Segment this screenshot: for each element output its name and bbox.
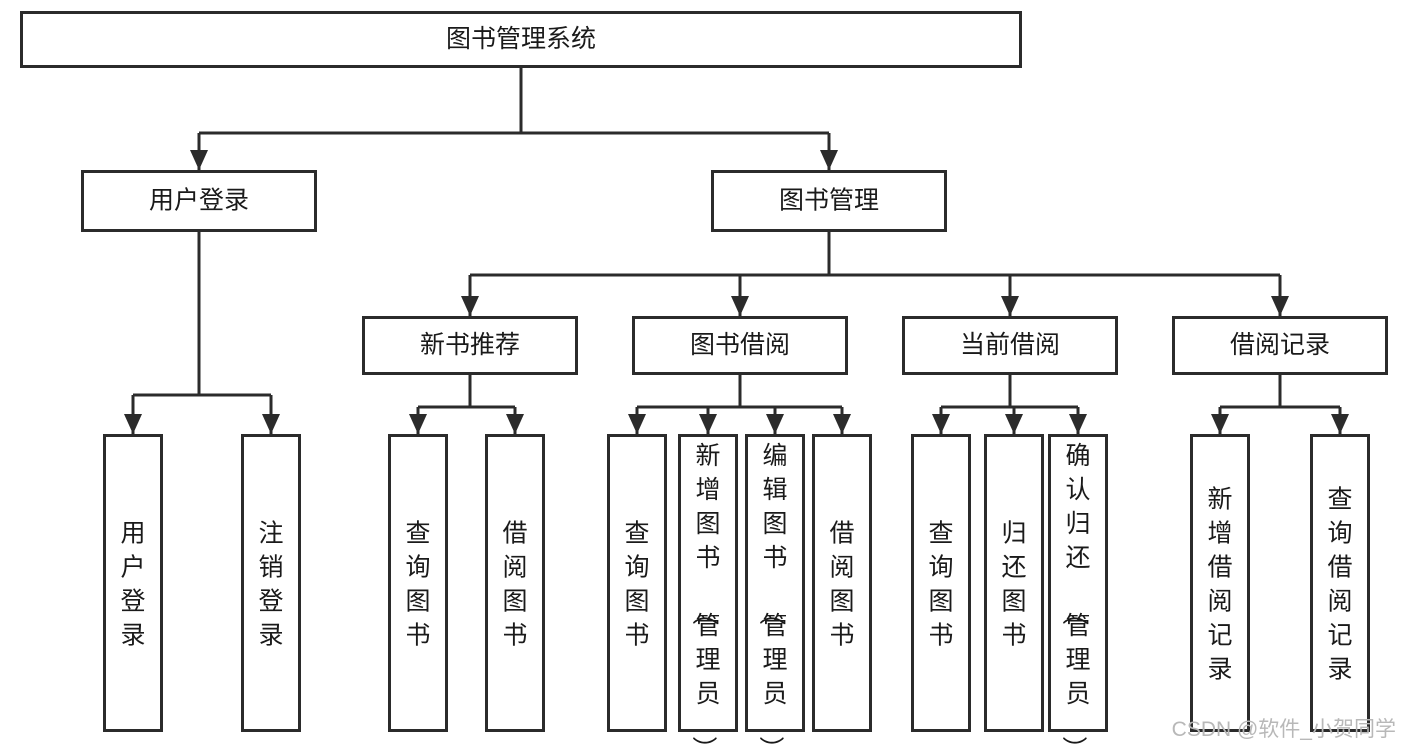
node-label: 用户登录	[149, 187, 249, 215]
node-box[interactable]	[632, 316, 848, 375]
node-label: 当前借阅	[960, 331, 1060, 359]
tree-node-l2-record[interactable]: 借阅记录	[1172, 316, 1388, 375]
connector-group	[190, 68, 838, 170]
node-label: 确认归还（管理员）	[1059, 442, 1090, 747]
tree-node-l1-login[interactable]: 用户登录	[81, 170, 317, 232]
node-box[interactable]	[607, 434, 667, 732]
node-box[interactable]	[388, 434, 448, 732]
node-label: 注销登录	[258, 520, 283, 650]
node-label: 新增借阅记录	[1207, 486, 1232, 684]
node-box[interactable]	[81, 170, 317, 232]
node-label: 归还图书	[1001, 520, 1026, 650]
node-label: 图书借阅	[690, 331, 790, 359]
node-box[interactable]	[902, 316, 1118, 375]
connector-group	[409, 375, 524, 434]
tree-node-l3-cu-query[interactable]: 查询图书	[911, 434, 971, 732]
node-box[interactable]	[20, 11, 1022, 68]
node-box[interactable]	[1190, 434, 1250, 732]
node-box[interactable]	[984, 434, 1044, 732]
node-box[interactable]	[678, 434, 738, 732]
node-label: 新增图书（管理员）	[689, 442, 720, 747]
node-box[interactable]	[1172, 316, 1388, 375]
node-label: 编辑图书（管理员）	[756, 442, 787, 747]
node-box[interactable]	[911, 434, 971, 732]
tree-node-l3-bo-lend[interactable]: 借阅图书	[812, 434, 872, 732]
connector-group	[124, 232, 280, 434]
node-label: 新书推荐	[420, 331, 520, 359]
node-label: 借阅图书	[502, 520, 527, 650]
node-label: 查询图书	[928, 520, 953, 650]
tree-node-l2-newbook[interactable]: 新书推荐	[362, 316, 578, 375]
node-box[interactable]	[485, 434, 545, 732]
node-box[interactable]	[812, 434, 872, 732]
node-label: 查询借阅记录	[1327, 486, 1352, 684]
node-label: 用户登录	[120, 520, 145, 650]
node-label: 图书管理系统	[446, 25, 596, 53]
tree-node-l2-current[interactable]: 当前借阅	[902, 316, 1118, 375]
tree-node-l3-bo-add[interactable]: 新增图书（管理员）	[678, 434, 738, 747]
node-label: 查询图书	[624, 520, 649, 650]
node-label: 查询图书	[405, 520, 430, 650]
tree-node-l3-nb-query[interactable]: 查询图书	[388, 434, 448, 732]
watermark-label: CSDN @软件_小贺同学	[1172, 718, 1396, 741]
node-label: 图书管理	[779, 187, 879, 215]
tree-node-l3-bo-edit[interactable]: 编辑图书（管理员）	[745, 434, 805, 747]
tree-node-l3-cu-return[interactable]: 归还图书	[984, 434, 1044, 732]
connector-group	[932, 375, 1087, 434]
node-box[interactable]	[241, 434, 301, 732]
node-box[interactable]	[1310, 434, 1370, 732]
tree-node-l3-rc-query[interactable]: 查询借阅记录	[1310, 434, 1370, 732]
connector-group	[628, 375, 851, 434]
tree-node-l3-rc-add[interactable]: 新增借阅记录	[1190, 434, 1250, 732]
tree-node-l2-logout[interactable]: 注销登录	[241, 434, 301, 732]
connector-group	[461, 232, 1289, 316]
tree-node-l2-userlogin[interactable]: 用户登录	[103, 434, 163, 732]
node-box[interactable]	[711, 170, 947, 232]
tree-node-l3-nb-borrow[interactable]: 借阅图书	[485, 434, 545, 732]
tree-node-l2-borrow[interactable]: 图书借阅	[632, 316, 848, 375]
connector-layer	[124, 68, 1349, 434]
node-label: 借阅记录	[1230, 331, 1330, 359]
node-layer: 图书管理系统用户登录图书管理新书推荐图书借阅当前借阅借阅记录用户登录注销登录查询…	[20, 11, 1388, 747]
node-box[interactable]	[362, 316, 578, 375]
node-label: 借阅图书	[829, 520, 854, 650]
tree-node-l1-books[interactable]: 图书管理	[711, 170, 947, 232]
connector-group	[1211, 375, 1349, 434]
node-box[interactable]	[1048, 434, 1108, 732]
tree-node-l3-bo-query[interactable]: 查询图书	[607, 434, 667, 732]
tree-node-l3-cu-confirm[interactable]: 确认归还（管理员）	[1048, 434, 1108, 747]
tree-node-root[interactable]: 图书管理系统	[20, 11, 1022, 68]
node-box[interactable]	[745, 434, 805, 732]
node-box[interactable]	[103, 434, 163, 732]
